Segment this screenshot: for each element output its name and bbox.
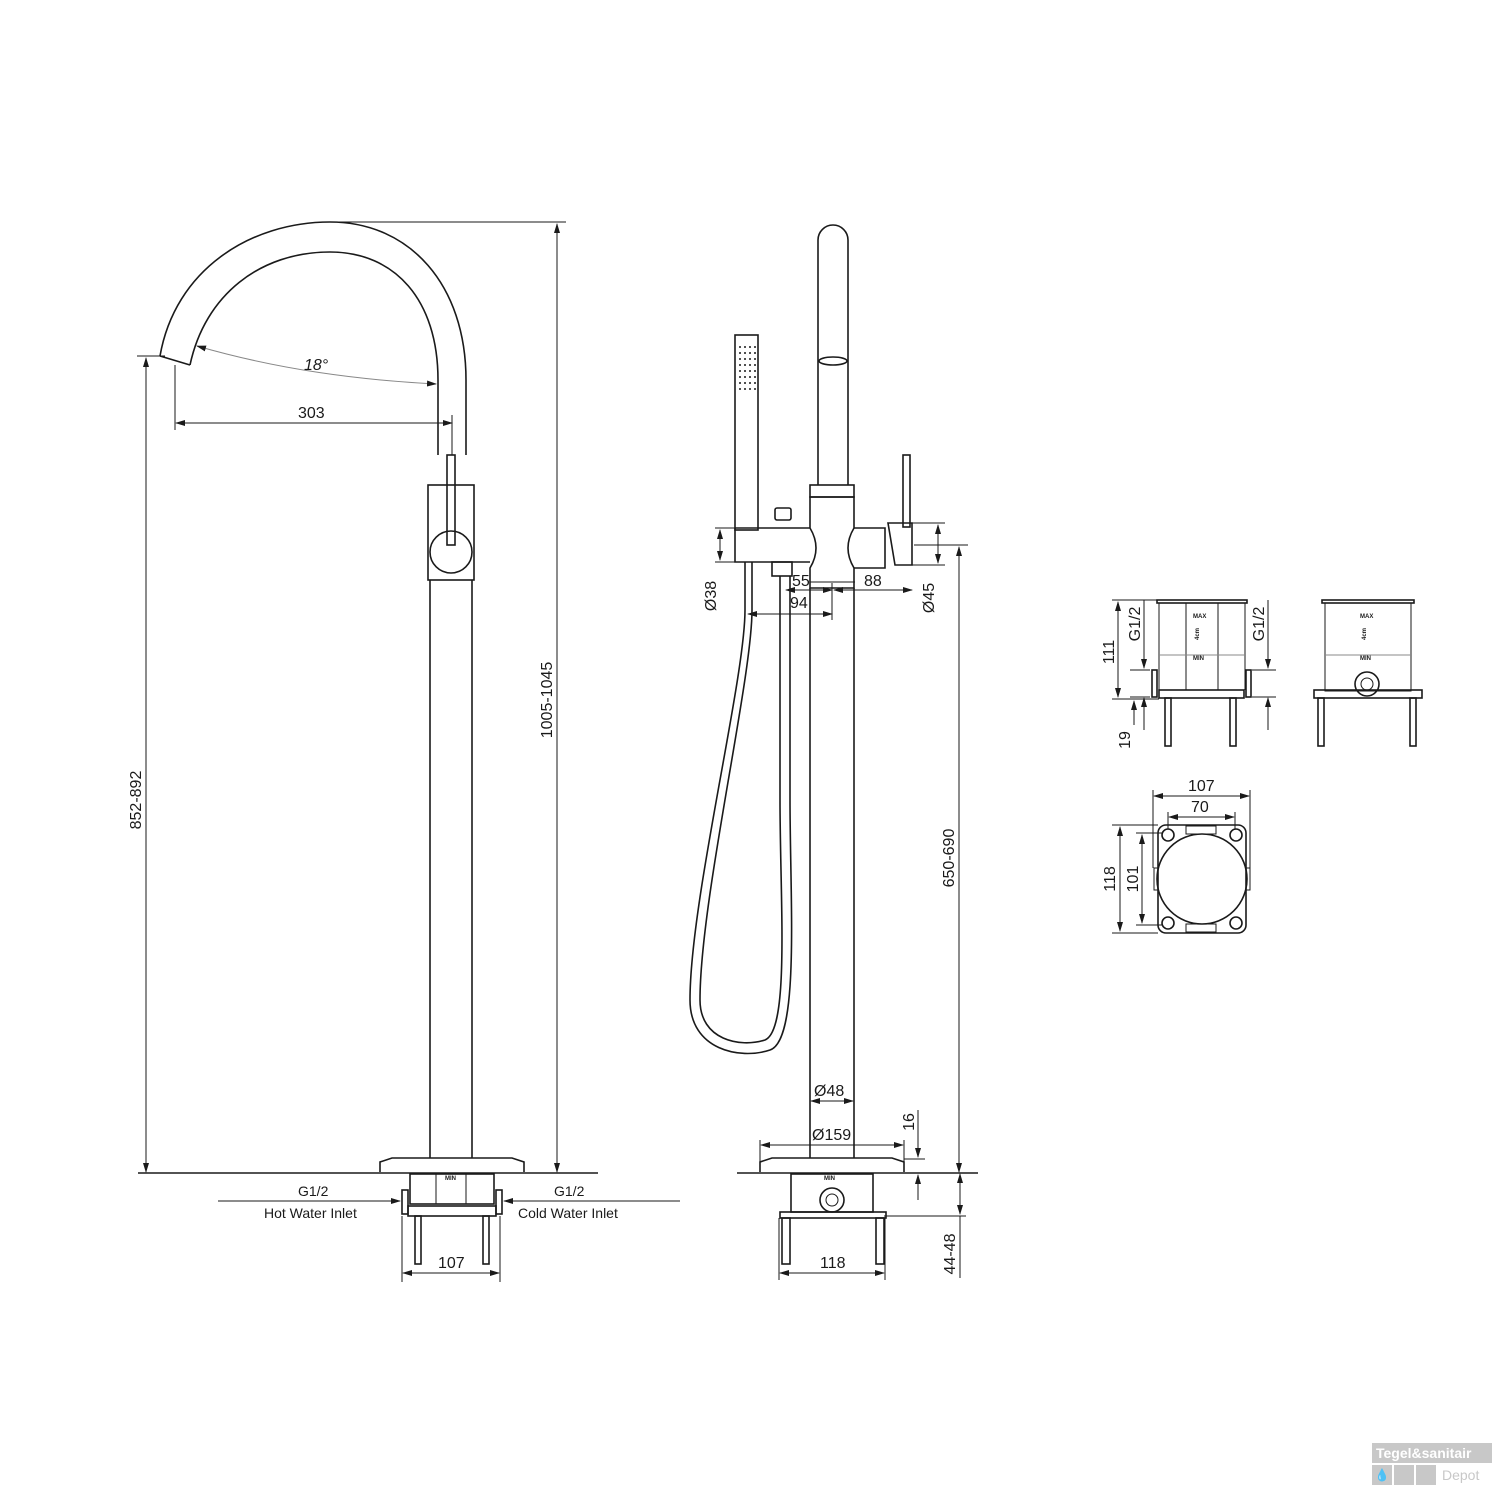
bracket-width-label: 118 (820, 1255, 846, 1272)
box-height-label: 111 (1101, 640, 1118, 664)
spout-inner (189, 251, 439, 455)
water-drop-icon: 💧 (1372, 1465, 1392, 1485)
box-side-view: MAX MIN 4cm 111 19 G1/2 G1/2 (1101, 599, 1276, 749)
box-depth-inner: 101 (1125, 866, 1142, 893)
svg-text:4cm: 4cm (1362, 628, 1368, 640)
watermark-logo: Tegel&sanitair 💧 Depot (1372, 1443, 1492, 1485)
cold-inlet-thread: G1/2 (554, 1183, 585, 1199)
base-width-label: 107 (438, 1255, 465, 1272)
watermark-depot: Depot (1442, 1467, 1480, 1483)
dim-94-label: 94 (790, 595, 808, 612)
side-view: 18° 303 852-892 1005-1045 MIN (128, 221, 680, 1282)
hot-inlet-label: Hot Water Inlet (264, 1205, 357, 1221)
dim-55-label: 55 (792, 573, 810, 590)
hot-inlet-thread: G1/2 (298, 1183, 329, 1199)
install-depth-label: 44-48 (942, 1233, 959, 1274)
reach-label: 303 (298, 405, 325, 422)
box-left-thread: G1/2 (1127, 607, 1144, 642)
box-depth-outer: 118 (1102, 866, 1119, 892)
box-offset-label: 19 (1117, 731, 1134, 749)
svg-text:4cm: 4cm (1195, 628, 1201, 640)
body-height-label: 650-690 (941, 829, 958, 888)
box-front-view: MAX MIN 4cm (1313, 599, 1423, 747)
base-height-label: 16 (901, 1113, 918, 1131)
svg-text:MIN: MIN (445, 1176, 456, 1182)
svg-text:MIN: MIN (1193, 656, 1204, 662)
watermark-brand: Tegel&sanitair (1372, 1443, 1492, 1463)
logo-square (1394, 1465, 1414, 1485)
logo-square (1416, 1465, 1436, 1485)
spout-height-label: 852-892 (128, 771, 145, 830)
svg-text:MAX: MAX (1360, 614, 1373, 620)
base-dia-label: Ø159 (812, 1127, 851, 1144)
angle-label: 18° (304, 357, 329, 374)
front-view: Ø38 55 94 88 Ø45 650-690 Ø48 Ø159 16 MIN (689, 224, 978, 1280)
svg-text:MAX: MAX (1193, 614, 1206, 620)
svg-text:MIN: MIN (1360, 656, 1371, 662)
handshower-dia-label: Ø38 (703, 581, 720, 611)
dim-88-label: 88 (864, 573, 882, 590)
body-dia-label: Ø45 (921, 583, 938, 613)
cold-inlet-label: Cold Water Inlet (518, 1205, 618, 1221)
column-dia-label: Ø48 (814, 1083, 844, 1100)
box-width-inner: 70 (1191, 799, 1209, 816)
box-width-outer: 107 (1188, 778, 1215, 795)
svg-text:MIN: MIN (824, 1176, 835, 1182)
total-height-label: 1005-1045 (539, 662, 556, 739)
box-top-view: 107 70 118 101 (1102, 778, 1251, 934)
box-right-thread: G1/2 (1251, 607, 1268, 642)
